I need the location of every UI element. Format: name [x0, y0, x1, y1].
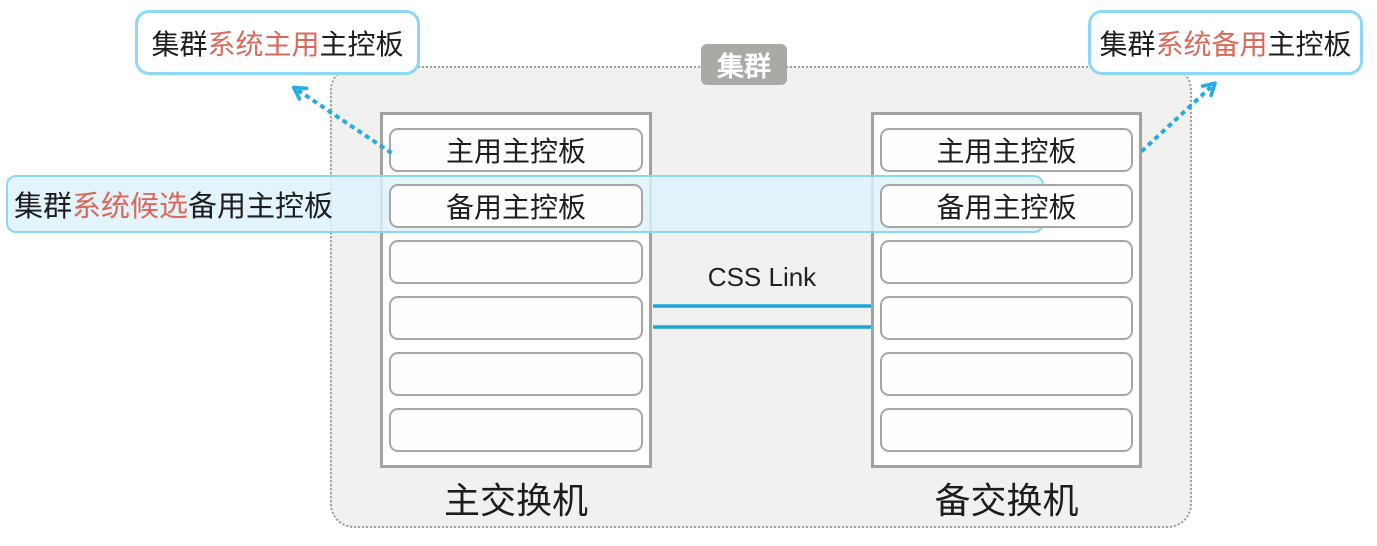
active-mpu-callout: 集群系统主用主控板: [135, 10, 420, 75]
active-callout-label: 集群系统主用主控板: [151, 23, 403, 63]
slot-standby-mpu: 备用主控板: [389, 184, 643, 228]
candidate-label: 集群系统候选备用主控板: [14, 183, 333, 225]
standby-callout-highlight: 系统备用: [1155, 28, 1268, 60]
standby-callout-label: 集群系统备用主控板: [1099, 23, 1351, 63]
slot-empty: [880, 296, 1133, 340]
slot-empty: [880, 240, 1133, 284]
candidate-label-highlight: 系统候选: [72, 191, 189, 223]
slot-active-mpu: 主用主控板: [880, 128, 1133, 172]
cluster-badge: 集群: [701, 44, 787, 85]
slot-empty: [389, 240, 643, 284]
slot-empty: [389, 408, 643, 452]
standby-callout-suffix: 主控板: [1267, 28, 1352, 60]
active-callout-prefix: 集群: [151, 28, 208, 60]
backup-switch: 主用主控板 备用主控板: [871, 112, 1142, 468]
backup-switch-label: 备交换机: [934, 480, 1079, 521]
slot-empty: [389, 352, 643, 396]
slot-standby-mpu: 备用主控板: [880, 184, 1133, 228]
css-link-label: CSS Link: [707, 262, 817, 292]
main-switch-label: 主交换机: [443, 480, 588, 521]
standby-mpu-callout: 集群系统备用主控板: [1088, 10, 1363, 75]
slot-active-mpu: 主用主控板: [389, 128, 643, 172]
slot-empty: [389, 296, 643, 340]
slot-empty: [880, 408, 1133, 452]
active-callout-suffix: 主控板: [319, 28, 404, 60]
active-callout-highlight: 系统主用: [207, 28, 320, 60]
candidate-label-prefix: 集群: [14, 191, 73, 223]
slot-empty: [880, 352, 1133, 396]
main-switch: 主用主控板 备用主控板: [380, 112, 652, 468]
candidate-label-suffix: 备用主控板: [188, 191, 334, 223]
standby-callout-prefix: 集群: [1099, 28, 1156, 60]
